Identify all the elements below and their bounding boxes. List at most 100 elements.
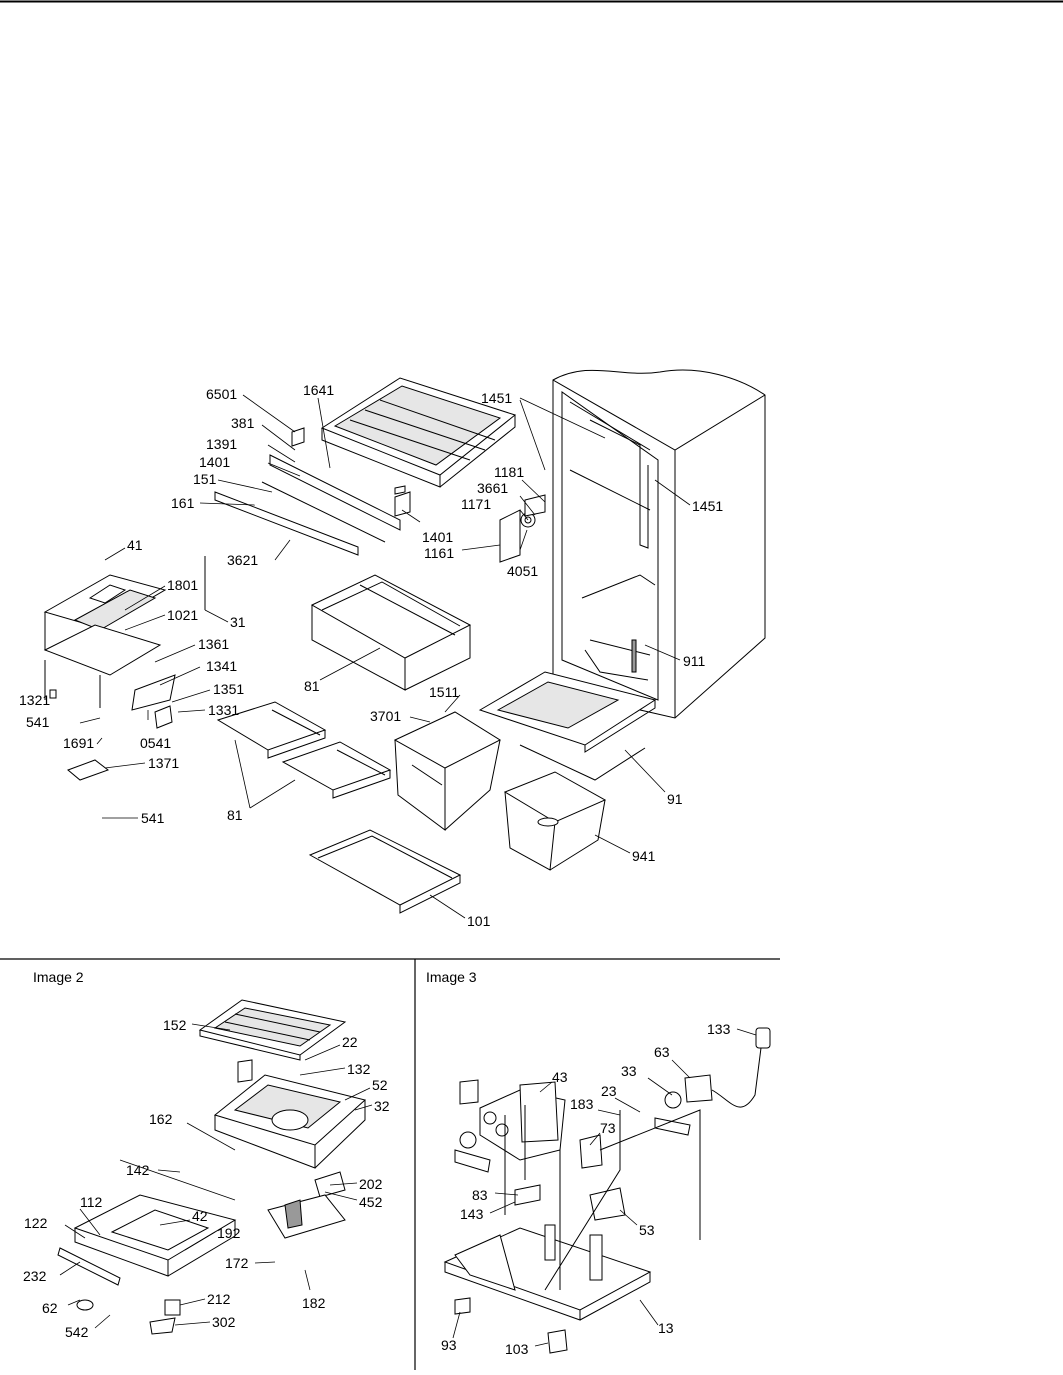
callout: 81 [227,807,243,823]
crisper-cover-91 [478,671,657,781]
callout: 911 [683,653,706,669]
callout: 202 [359,1176,383,1192]
callout: 1691 [63,735,94,751]
shelf-101 [308,829,462,914]
callout: 192 [217,1225,241,1241]
callout: 1331 [208,702,239,718]
image2-leader-lines [59,1023,373,1329]
callout: 3701 [370,708,401,724]
callout: 23 [601,1083,617,1099]
callout: 1451 [692,498,723,514]
callout: 81 [304,678,320,694]
left-control-assembly [43,556,206,781]
callout: 1451 [481,390,512,406]
callout: 83 [472,1187,488,1203]
image3-callouts: 133 63 33 43 23 183 73 83 143 53 93 103 … [441,1021,731,1357]
callout: 183 [570,1096,594,1112]
callout: 52 [372,1077,388,1093]
callout: 161 [171,495,195,511]
freezer-shelf-1641 [320,377,517,488]
callout: 103 [505,1341,529,1357]
callout: 1641 [303,382,334,398]
callout: 1181 [494,464,524,480]
image-3-panel: Image 3 [426,969,771,1357]
callout: 232 [23,1268,47,1284]
callout: 172 [225,1255,249,1271]
main-callouts: 6501 1641 381 1391 1401 151 161 1451 118… [19,382,723,929]
callout: 1391 [206,436,237,452]
shelf-81-lower-right [281,741,392,799]
callout: 1401 [422,529,453,545]
callout: 152 [163,1017,187,1033]
callout: 112 [80,1194,103,1210]
callout: 33 [621,1063,637,1079]
image3-leader-lines [452,1028,757,1347]
callout: 1021 [167,607,198,623]
callout: 1171 [461,496,491,512]
callout: 3661 [477,480,508,496]
callout: 541 [26,714,50,730]
callout: 162 [149,1111,173,1127]
callout: 452 [359,1194,383,1210]
panel-frames [0,958,780,1370]
crisper-drawer-left [393,711,502,831]
callout: 132 [347,1061,371,1077]
callout: 302 [212,1314,236,1330]
callout: 143 [460,1206,484,1222]
callout: 1511 [429,684,459,700]
callout: 1401 [199,454,230,470]
callout: 1371 [148,755,179,771]
control-rail-assembly [214,427,411,556]
callout: 4051 [507,563,538,579]
callout: 1351 [213,681,244,697]
image3-assembly [443,1027,771,1354]
image2-tray-42 [57,1194,237,1335]
callout: 182 [302,1295,326,1311]
callout: 53 [639,1222,655,1238]
image-2-panel: Image 2 [23,969,390,1340]
image-2-title: Image 2 [33,969,84,985]
callout: 151 [193,471,217,487]
callout: 0541 [140,735,171,751]
image2-callouts: 152 22 132 52 32 162 142 202 452 112 42 … [23,1017,390,1340]
shelf-81-upper [310,574,472,691]
callout: 91 [667,791,683,807]
callout: 101 [467,913,491,929]
callout: 73 [600,1120,616,1136]
image2-shelf-152 [198,999,347,1061]
callout: 142 [126,1162,150,1178]
cabinet-shell [552,369,766,719]
shelf-81-lower-left [216,701,327,759]
callout: 941 [632,848,656,864]
main-exploded-view [43,369,766,919]
callout: 1341 [206,658,237,674]
callout: 22 [342,1034,358,1050]
callout: 133 [707,1021,731,1037]
callout: 1801 [167,577,198,593]
callout: 542 [65,1324,89,1340]
callout: 43 [552,1069,568,1085]
callout: 541 [141,810,165,826]
callout: 32 [374,1098,390,1114]
callout: 1321 [19,692,50,708]
callout: 62 [42,1300,58,1316]
callout: 1161 [424,545,454,561]
callout: 93 [441,1337,457,1353]
main-leader-lines [79,394,691,919]
callout: 41 [127,537,143,553]
control-module-1161 [499,494,546,563]
callout: 1361 [198,636,229,652]
callout: 3621 [227,552,258,568]
callout: 212 [207,1291,231,1307]
callout: 42 [192,1208,208,1224]
callout: 63 [654,1044,670,1060]
image2-housing [213,1059,367,1239]
callout: 31 [230,614,246,630]
callout: 122 [24,1215,48,1231]
crisper-drawer-941 [503,771,607,871]
callout: 381 [231,415,255,431]
callout: 6501 [206,386,237,402]
image-3-title: Image 3 [426,969,477,985]
callout: 13 [658,1320,674,1336]
